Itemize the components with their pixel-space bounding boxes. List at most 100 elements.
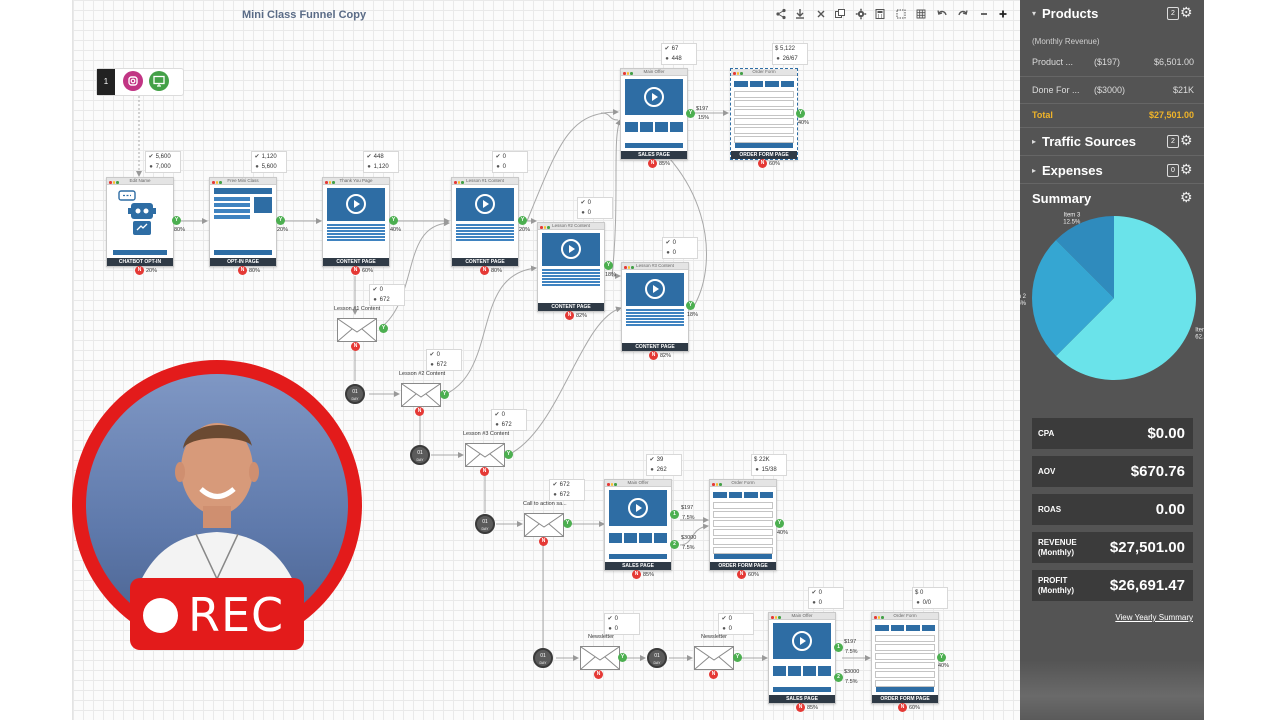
upsell-1-badge[interactable]: 1: [834, 643, 843, 652]
share-icon[interactable]: [775, 8, 789, 22]
stat-box-news2: ✔ 0● 0: [718, 613, 754, 635]
download-icon[interactable]: [794, 8, 808, 22]
products-header[interactable]: ▾ Products 2 ⚙: [1032, 4, 1193, 21]
upsell-2-badge[interactable]: 2: [670, 540, 679, 549]
stat-box-email4: ✔ 672● 672: [549, 479, 585, 501]
traffic-sources-header[interactable]: ▸ Traffic Sources 2 ⚙: [1032, 132, 1193, 149]
check-icon: ✔: [649, 457, 655, 463]
yes-badge[interactable]: Y: [686, 109, 695, 118]
no-badge[interactable]: N: [898, 703, 907, 712]
instagram-icon[interactable]: [123, 71, 143, 91]
no-badge[interactable]: N: [480, 266, 489, 275]
yes-badge[interactable]: Y: [937, 653, 946, 662]
settings-icon[interactable]: [855, 8, 869, 22]
copy-icon[interactable]: [834, 8, 848, 22]
no-badge[interactable]: N: [238, 266, 247, 275]
yes-badge[interactable]: Y: [604, 261, 613, 270]
submit-bar: [876, 687, 934, 692]
person-icon: ●: [496, 164, 500, 170]
yes-badge[interactable]: Y: [618, 653, 627, 662]
upsell-1-badge[interactable]: 1: [670, 510, 679, 519]
no-percent: 85%: [643, 572, 655, 578]
delete-icon[interactable]: [815, 8, 829, 22]
no-badge[interactable]: N: [351, 342, 360, 351]
undo-icon[interactable]: [936, 8, 950, 22]
yes-badge[interactable]: Y: [686, 301, 695, 310]
product-row[interactable]: Done For ... ($3000) $21K: [1032, 85, 1194, 95]
yes-badge[interactable]: Y: [796, 109, 805, 118]
select-area-icon[interactable]: [895, 8, 909, 22]
no-badge[interactable]: N: [415, 407, 424, 416]
gear-icon[interactable]: ⚙: [1180, 4, 1193, 20]
no-badge[interactable]: N: [648, 159, 657, 168]
web-traffic-icon[interactable]: [149, 71, 169, 91]
email-envelope-icon[interactable]: [580, 646, 620, 670]
no-badge[interactable]: N: [632, 570, 641, 579]
yes-badge[interactable]: Y: [733, 653, 742, 662]
order-form-node-2[interactable]: Order Form ORDER FORM PAGE: [709, 479, 777, 571]
traffic-source-group[interactable]: 1: [96, 68, 184, 96]
no-badge[interactable]: N: [649, 351, 658, 360]
grid-icon[interactable]: [915, 8, 929, 22]
stat-box-email3: ✔ 0● 672: [491, 409, 527, 431]
lesson2-content-node[interactable]: Lesson #2 Content CONTENT PAGE: [537, 222, 605, 312]
upsell-2-badge[interactable]: 2: [834, 673, 843, 682]
no-badge[interactable]: N: [796, 703, 805, 712]
no-badge[interactable]: N: [758, 159, 767, 168]
order-form-node-1[interactable]: Order Form ORDER FORM PAGE: [730, 68, 798, 160]
zoom-in-icon[interactable]: [997, 8, 1011, 22]
zoom-out-icon[interactable]: [978, 8, 992, 22]
sales-page-node-1[interactable]: Main Offer SALES PAGE: [620, 68, 688, 160]
email-envelope-icon[interactable]: [524, 513, 564, 537]
chatbot-optin-node[interactable]: Edit Name CHATBOT OPT-IN: [106, 177, 174, 267]
no-badge[interactable]: N: [709, 670, 718, 679]
sales-page-node-2[interactable]: Main Offer SALES PAGE: [604, 479, 672, 571]
email-envelope-icon[interactable]: [337, 318, 377, 342]
email-envelope-icon[interactable]: [465, 443, 505, 467]
email-label: Call to action sa...: [523, 501, 567, 507]
yes-badge[interactable]: Y: [775, 519, 784, 528]
submit-bar: [113, 250, 167, 255]
no-badge[interactable]: N: [539, 537, 548, 546]
view-yearly-summary-link[interactable]: View Yearly Summary: [1115, 613, 1193, 622]
optin-page-node[interactable]: Free Mini Class OPT-IN PAGE: [209, 177, 277, 267]
gear-icon[interactable]: ⚙: [1180, 161, 1193, 177]
lesson1-content-node[interactable]: Lesson #1 Content CONTENT PAGE: [451, 177, 519, 267]
no-badge[interactable]: N: [351, 266, 360, 275]
yes-badge[interactable]: Y: [172, 216, 181, 225]
yes-badge[interactable]: Y: [518, 216, 527, 225]
gear-icon[interactable]: ⚙: [1180, 132, 1193, 148]
sales-page-node-3[interactable]: Main Offer SALES PAGE: [768, 612, 836, 704]
expenses-header[interactable]: ▸ Expenses 0 ⚙: [1032, 161, 1193, 178]
yes-badge[interactable]: Y: [504, 450, 513, 459]
funnel-title[interactable]: Mini Class Funnel Copy: [242, 9, 367, 21]
calculator-icon[interactable]: [874, 8, 888, 22]
summary-header[interactable]: Summary ⚙: [1032, 189, 1193, 206]
no-badge[interactable]: N: [737, 570, 746, 579]
redo-icon[interactable]: [957, 8, 971, 22]
no-badge[interactable]: N: [135, 266, 144, 275]
yes-badge[interactable]: Y: [276, 216, 285, 225]
lesson3-content-node[interactable]: Lesson #3 Content CONTENT PAGE: [621, 262, 689, 352]
person-icon: ●: [553, 492, 557, 498]
no-badge[interactable]: N: [565, 311, 574, 320]
gear-icon[interactable]: ⚙: [1180, 189, 1193, 205]
thank-you-page-node[interactable]: Thank You Page CONTENT PAGE: [322, 177, 390, 267]
yes-badge[interactable]: Y: [379, 324, 388, 333]
no-badge[interactable]: N: [594, 670, 603, 679]
yes-badge[interactable]: Y: [389, 216, 398, 225]
email-envelope-icon[interactable]: [694, 646, 734, 670]
yes-badge[interactable]: Y: [563, 519, 572, 528]
product-row[interactable]: Product ... ($197) $6,501.00: [1032, 57, 1194, 67]
email-envelope-icon[interactable]: [401, 383, 441, 407]
yes-badge[interactable]: Y: [440, 390, 449, 399]
pie-value-label-2: 25%: [1020, 301, 1027, 307]
email-label: Lesson #2 Content: [399, 371, 446, 377]
no-badge[interactable]: N: [480, 467, 489, 476]
order-form-node-3[interactable]: Order Form ORDER FORM PAGE: [871, 612, 939, 704]
